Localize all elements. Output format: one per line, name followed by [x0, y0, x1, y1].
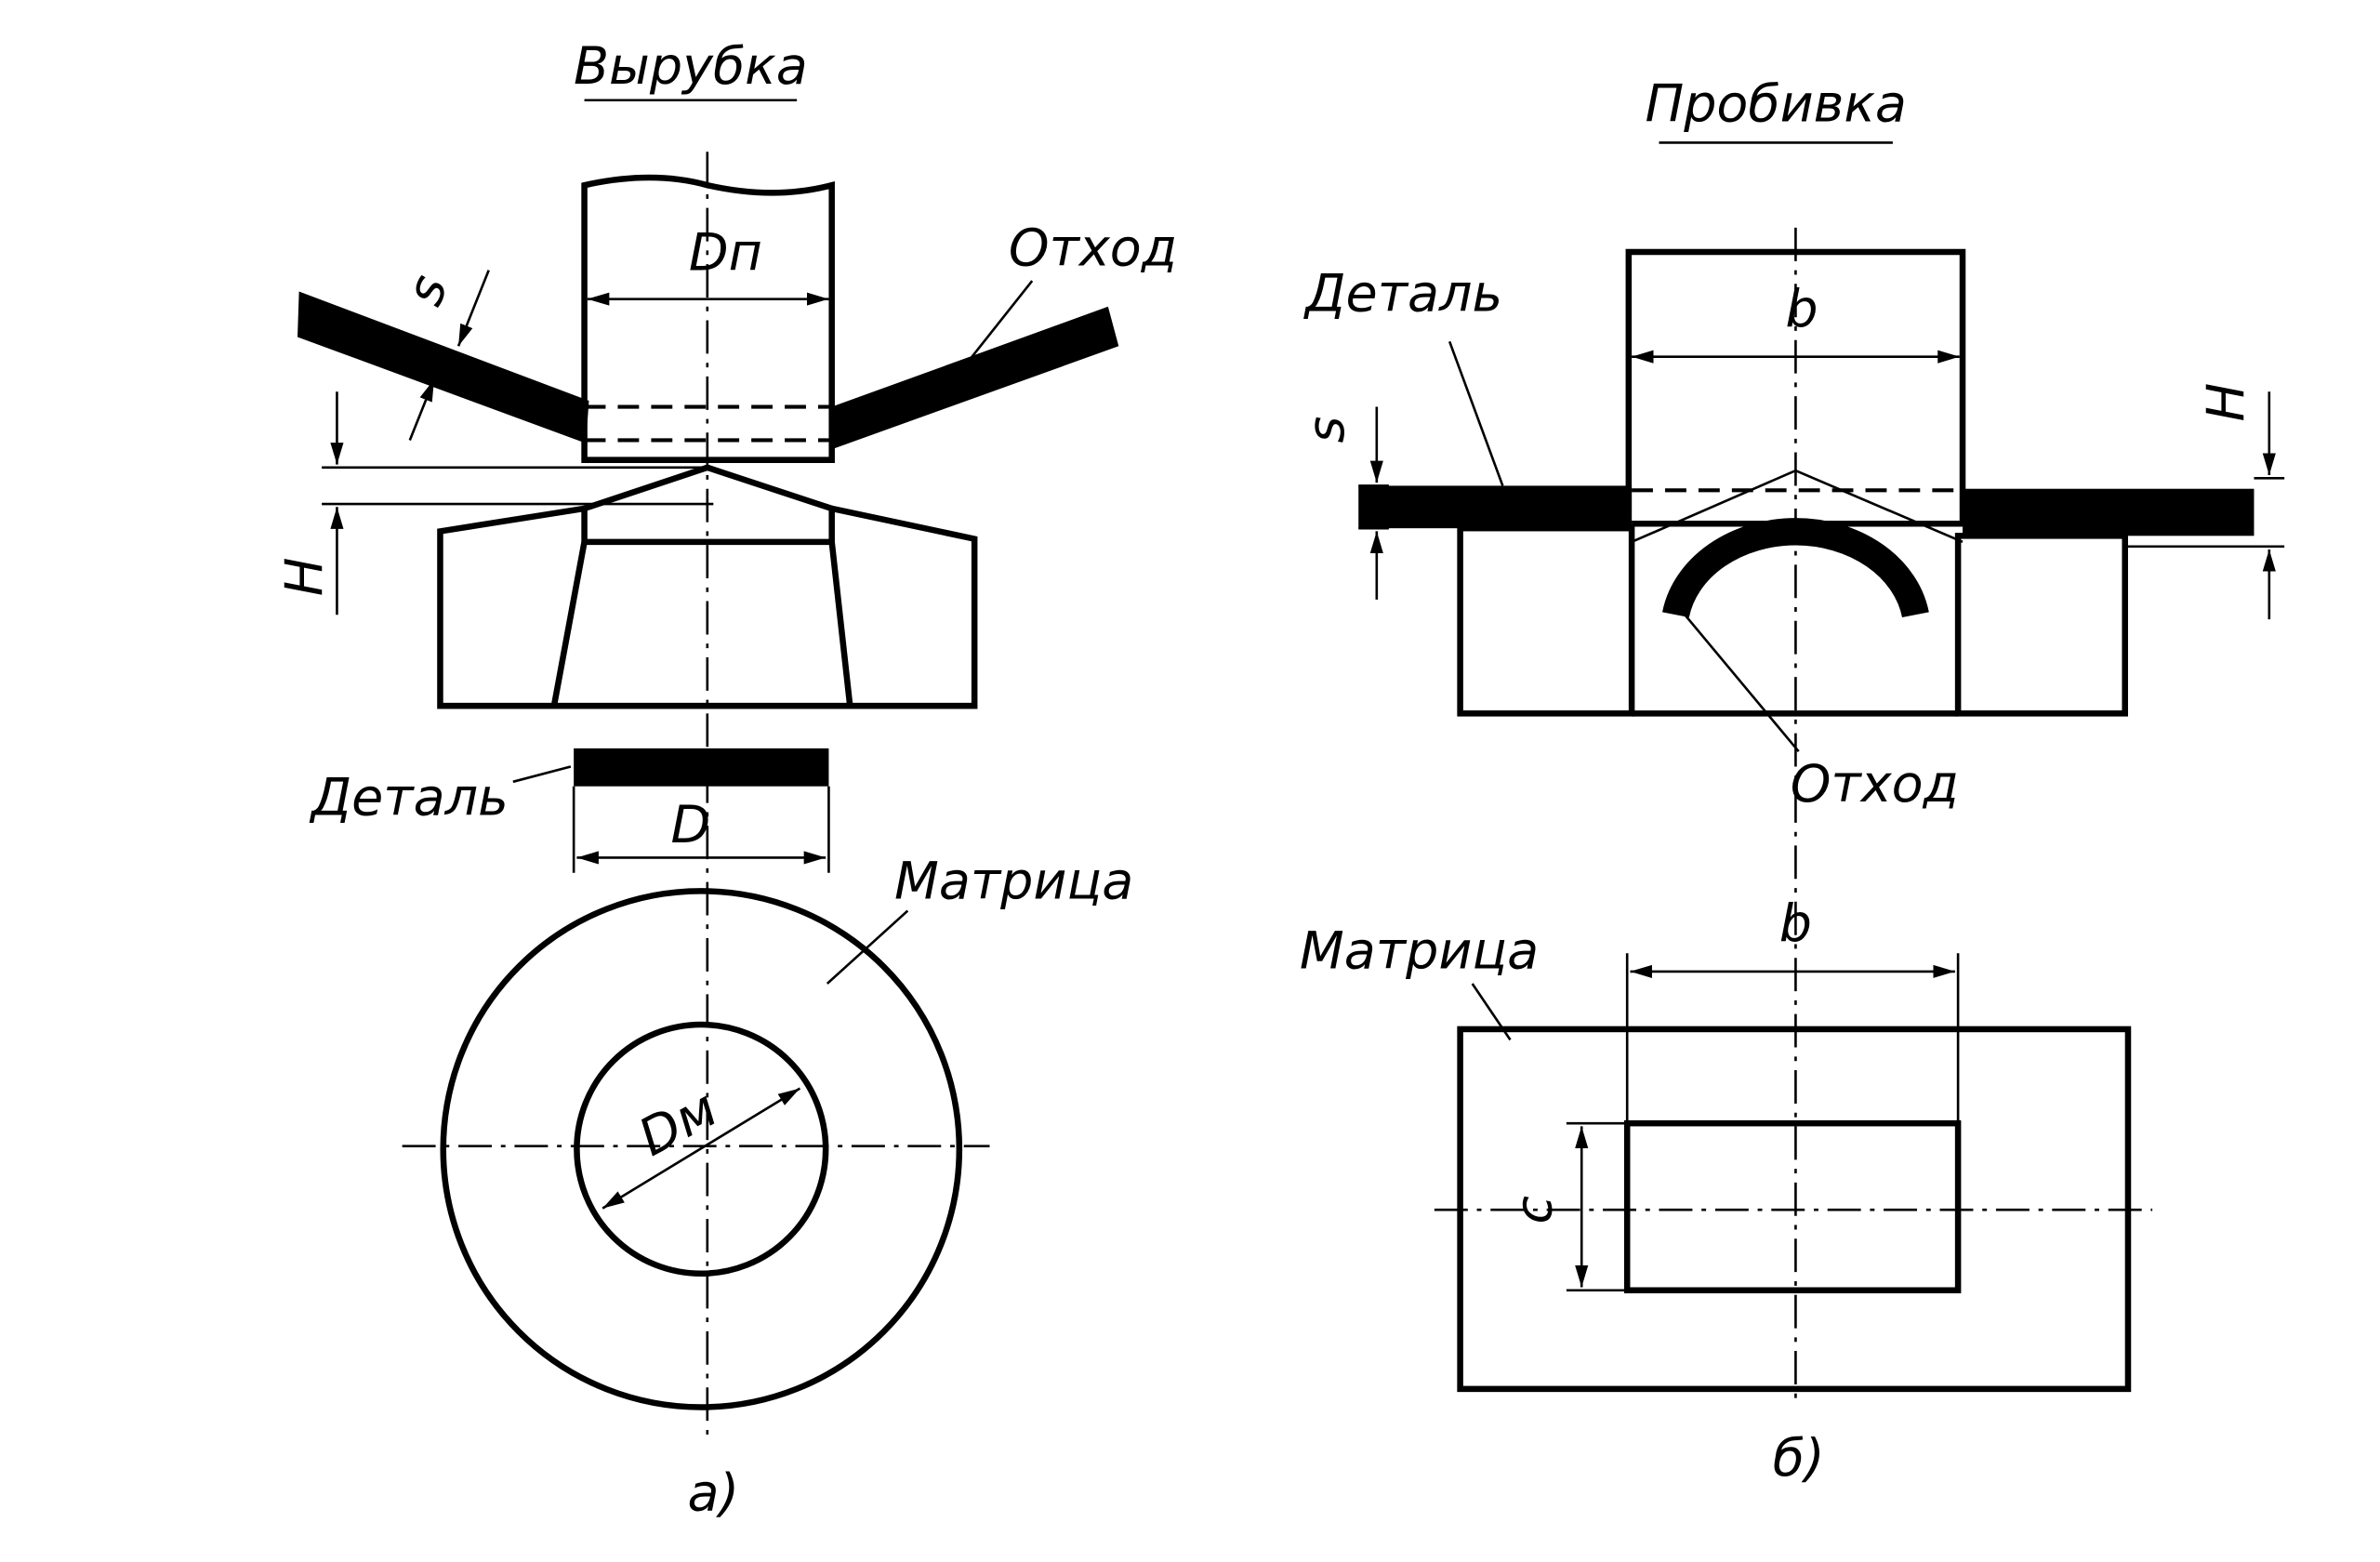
part-dim-label: D	[670, 795, 710, 855]
s-dim-arrow	[408, 378, 436, 441]
caption-b: б)	[1773, 1428, 1825, 1489]
waste-label: Отход	[1791, 754, 1959, 814]
gap-label: H	[274, 558, 335, 597]
punch-dim-label: Dп	[689, 223, 762, 284]
piercing-view: Пробивка b Деталь s H Отход	[1296, 74, 2285, 1489]
die-height-label: c	[1504, 1196, 1565, 1224]
die-label: Матрица	[894, 852, 1133, 912]
waste-leader	[1684, 614, 1800, 752]
thickness-label: s	[394, 267, 460, 312]
die-outer-circle	[440, 888, 963, 1410]
die-leader	[826, 909, 909, 985]
s-dim-arrow	[456, 270, 490, 347]
part	[574, 748, 829, 787]
die-section-right	[1954, 533, 2128, 717]
piercing-title: Пробивка	[1645, 74, 1906, 135]
punch-dim-label: b	[1785, 279, 1818, 339]
gap-label: H	[2196, 383, 2256, 422]
die-top	[583, 464, 833, 512]
thickness-label: s	[1296, 417, 1356, 443]
part-leader	[1448, 340, 1504, 486]
die-dim-label: Dм	[629, 1079, 727, 1169]
waste-slug	[1662, 518, 1929, 618]
strip-left	[1358, 485, 1633, 529]
die-section-left	[437, 505, 588, 709]
punch	[1625, 248, 1966, 524]
part-label: Деталь	[1302, 264, 1502, 324]
die-section-left	[1457, 524, 1635, 717]
die-hole-circle	[574, 1021, 829, 1277]
blanking-view: Вырубка Dп Отход s H D	[274, 36, 1177, 1524]
die-width-label: b	[1779, 894, 1812, 954]
waste-label: Отход	[1009, 218, 1177, 279]
die-label: Матрица	[1300, 921, 1539, 982]
part-leader	[512, 765, 572, 784]
blanking-title: Вырубка	[574, 36, 808, 97]
caption-a: а)	[688, 1463, 740, 1523]
part-label: Деталь	[309, 768, 509, 828]
die-plan-hole	[1623, 1119, 1962, 1294]
waste-leader	[967, 280, 1034, 363]
die-leader	[1471, 983, 1512, 1041]
dm-dim-line	[602, 1087, 801, 1210]
fracture-lines	[1631, 469, 1964, 544]
strip-left	[298, 291, 589, 443]
die-section-right	[828, 504, 978, 709]
punch	[581, 174, 835, 463]
strip-right	[831, 306, 1119, 450]
strip-right	[1963, 488, 2254, 536]
